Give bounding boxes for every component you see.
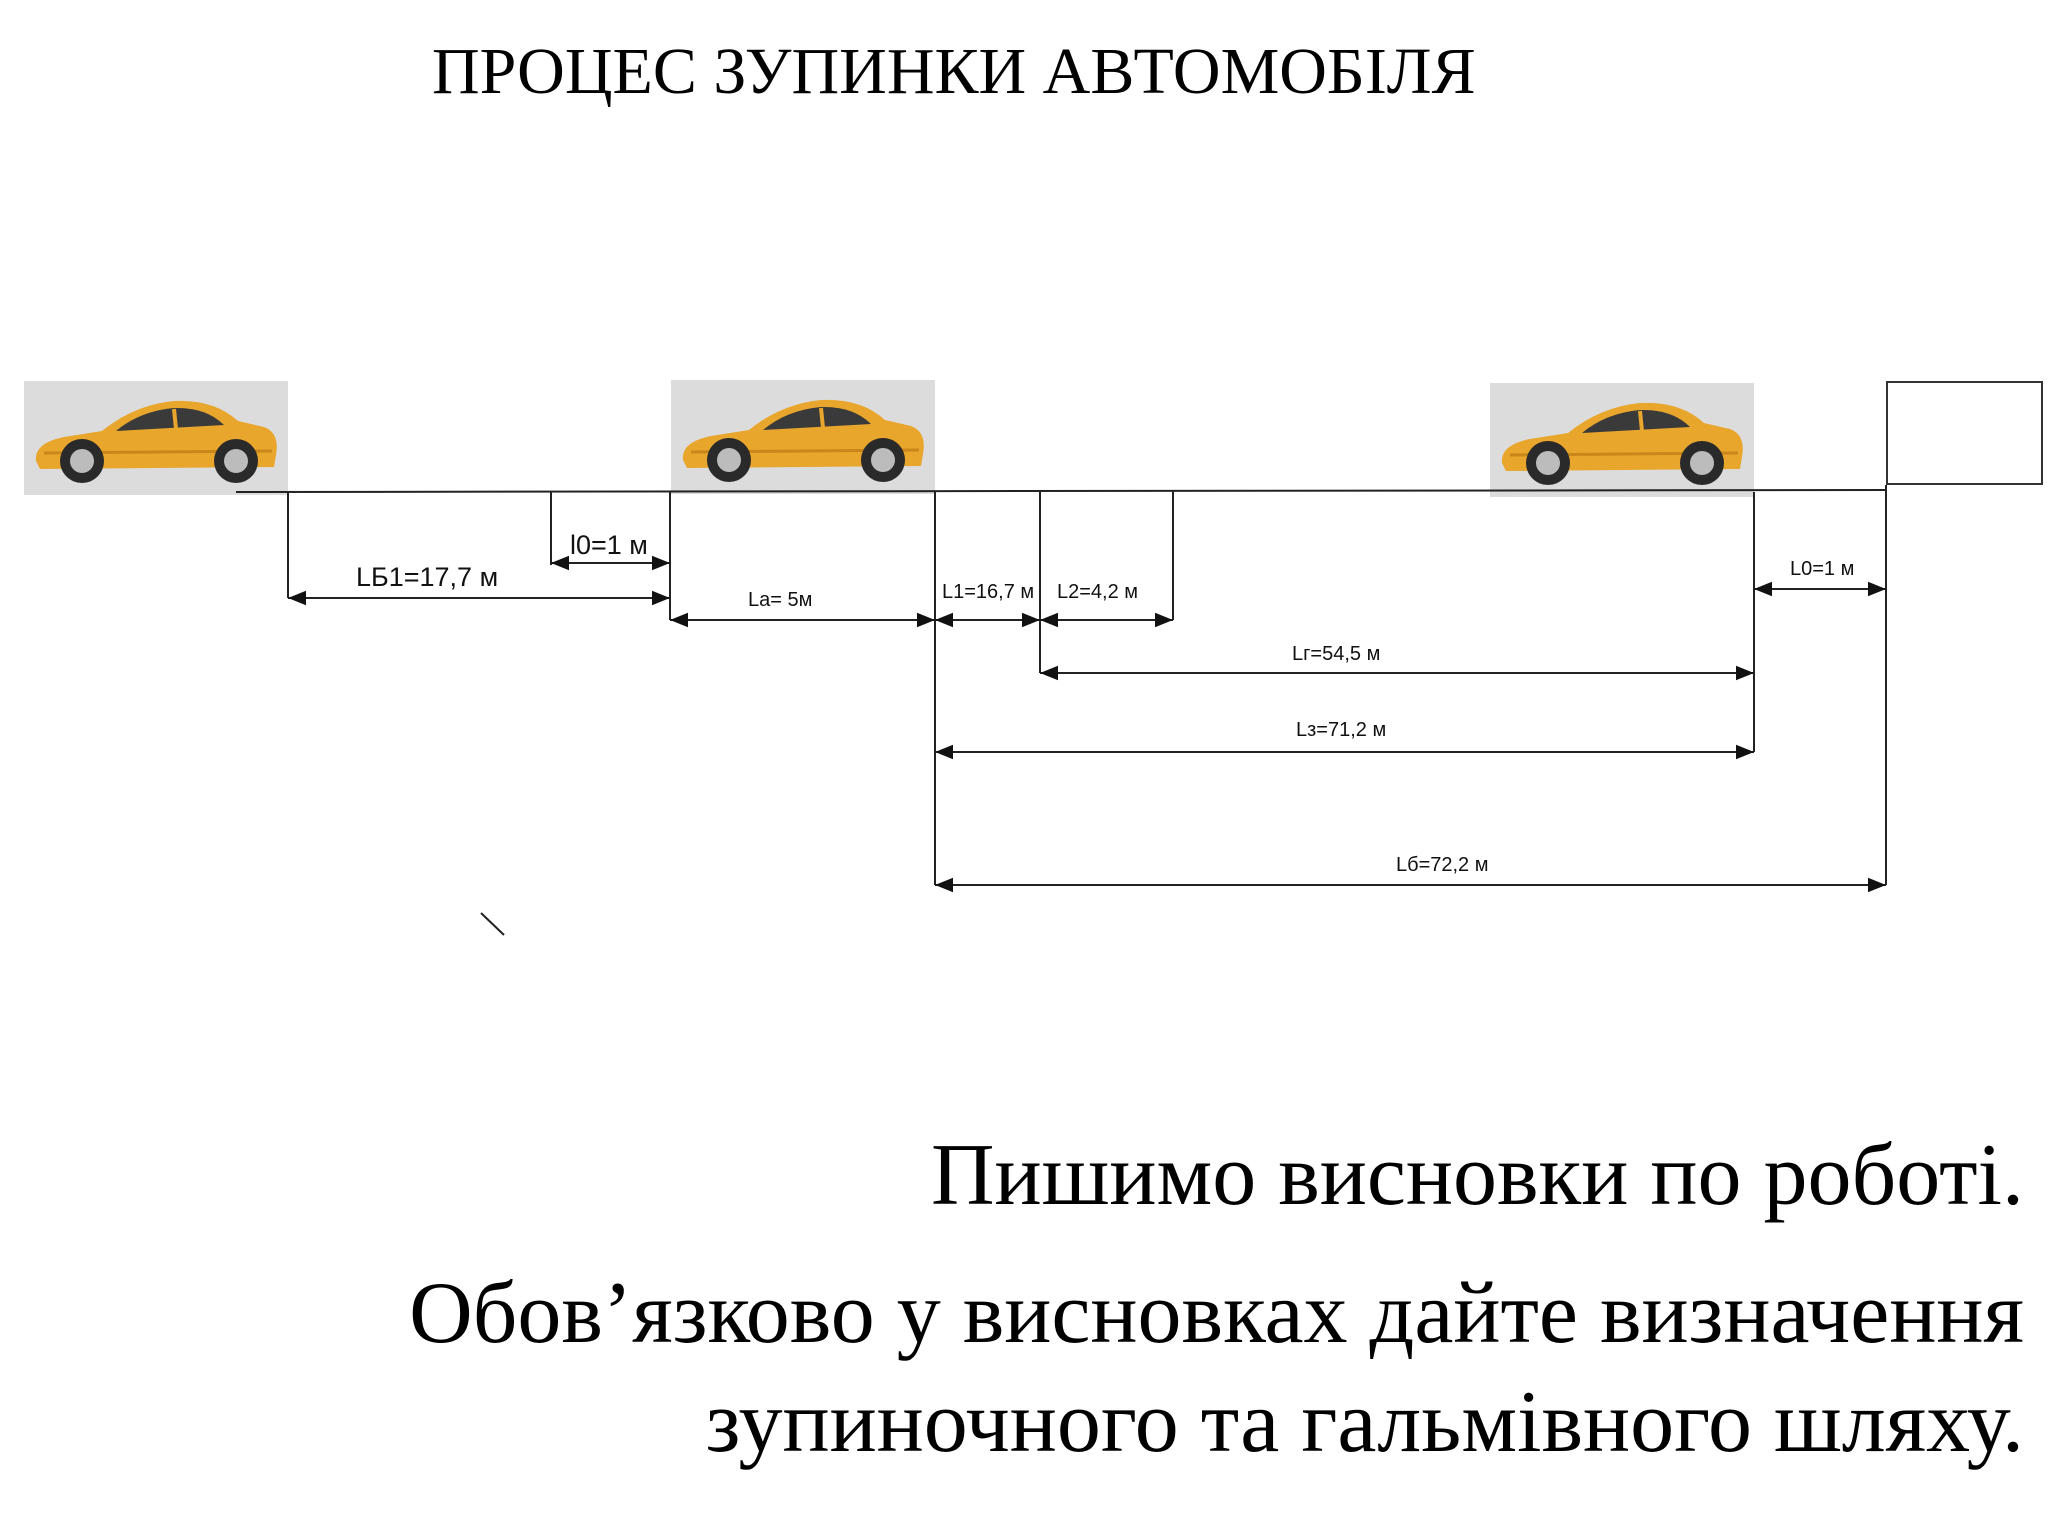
yellow-car-icon [671,380,935,494]
yellow-car-icon [24,381,288,495]
car-1-image [24,381,288,495]
label-lg: Lг=54,5 м [1292,643,1381,665]
conclusion-line-1: Пишимо висновки по роботі. [931,1127,2024,1224]
stray-mark [480,912,505,936]
road-line [235,489,1887,493]
car-2-image [671,380,935,494]
label-lb1: LБ1=17,7 м [356,562,499,592]
label-la: La= 5м [748,589,813,611]
car-3-image [1490,383,1754,497]
label-lb: Lб=72,2 м [1396,854,1489,876]
label-l0-right: L0=1 м [1790,558,1855,580]
conclusion-line-2: Обов’язково у висновках дайте визначення [409,1265,2024,1362]
obstacle-box [1886,381,2043,485]
label-l2: L2=4,2 м [1057,581,1139,603]
label-l1: L1=16,7 м [942,581,1035,603]
label-l0-small: l0=1 м [570,530,648,560]
yellow-car-icon [1490,383,1754,497]
conclusion-line-3: зупиночного та гальмівного шляху. [705,1374,2024,1471]
slide-title: ПРОЦЕС ЗУПИНКИ АВТОМОБІЛЯ [432,35,1476,108]
label-lz: Lз=71,2 м [1296,719,1387,741]
